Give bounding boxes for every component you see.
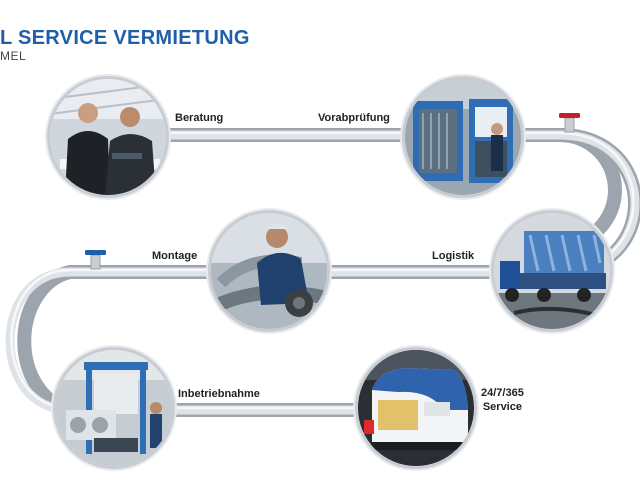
step-label-service-line1: 24/7/365: [481, 387, 524, 399]
header-title: L SERVICE VERMIETUNG: [0, 27, 250, 49]
consultation-photo-icon: [50, 79, 166, 195]
step-label-logistik: Logistik: [432, 250, 475, 262]
technician-assembly-photo-icon: [211, 213, 327, 329]
step-label-service: 24/7/365 Service: [481, 386, 524, 414]
step-label-beratung: Beratung: [175, 112, 224, 124]
blue-valve-icon: [85, 250, 106, 270]
step-label-vorabpruefung: Vorabprüfung: [318, 112, 390, 124]
truck-loading-photo-icon: [494, 213, 610, 329]
step-photo-vorabpruefung: [405, 79, 521, 195]
step-label-montage: Montage: [152, 250, 198, 262]
step-photo-montage: [211, 213, 327, 329]
step-photo-beratung: [50, 79, 166, 195]
pipe-bend-left: [5, 267, 71, 415]
step-label-inbetriebnahme: Inbetriebnahme: [178, 388, 260, 400]
step-photo-service: [358, 350, 474, 466]
red-valve-icon: [559, 113, 580, 133]
commissioning-unit-photo-icon: [56, 350, 172, 466]
step-label-service-line2: Service: [482, 401, 522, 413]
step-photo-inbetriebnahme: [56, 350, 172, 466]
service-van-photo-icon: [358, 350, 474, 466]
header-subtitle: MEL: [0, 49, 27, 63]
step-photo-logistik: [494, 213, 610, 329]
control-cabinet-photo-icon: [405, 79, 521, 195]
